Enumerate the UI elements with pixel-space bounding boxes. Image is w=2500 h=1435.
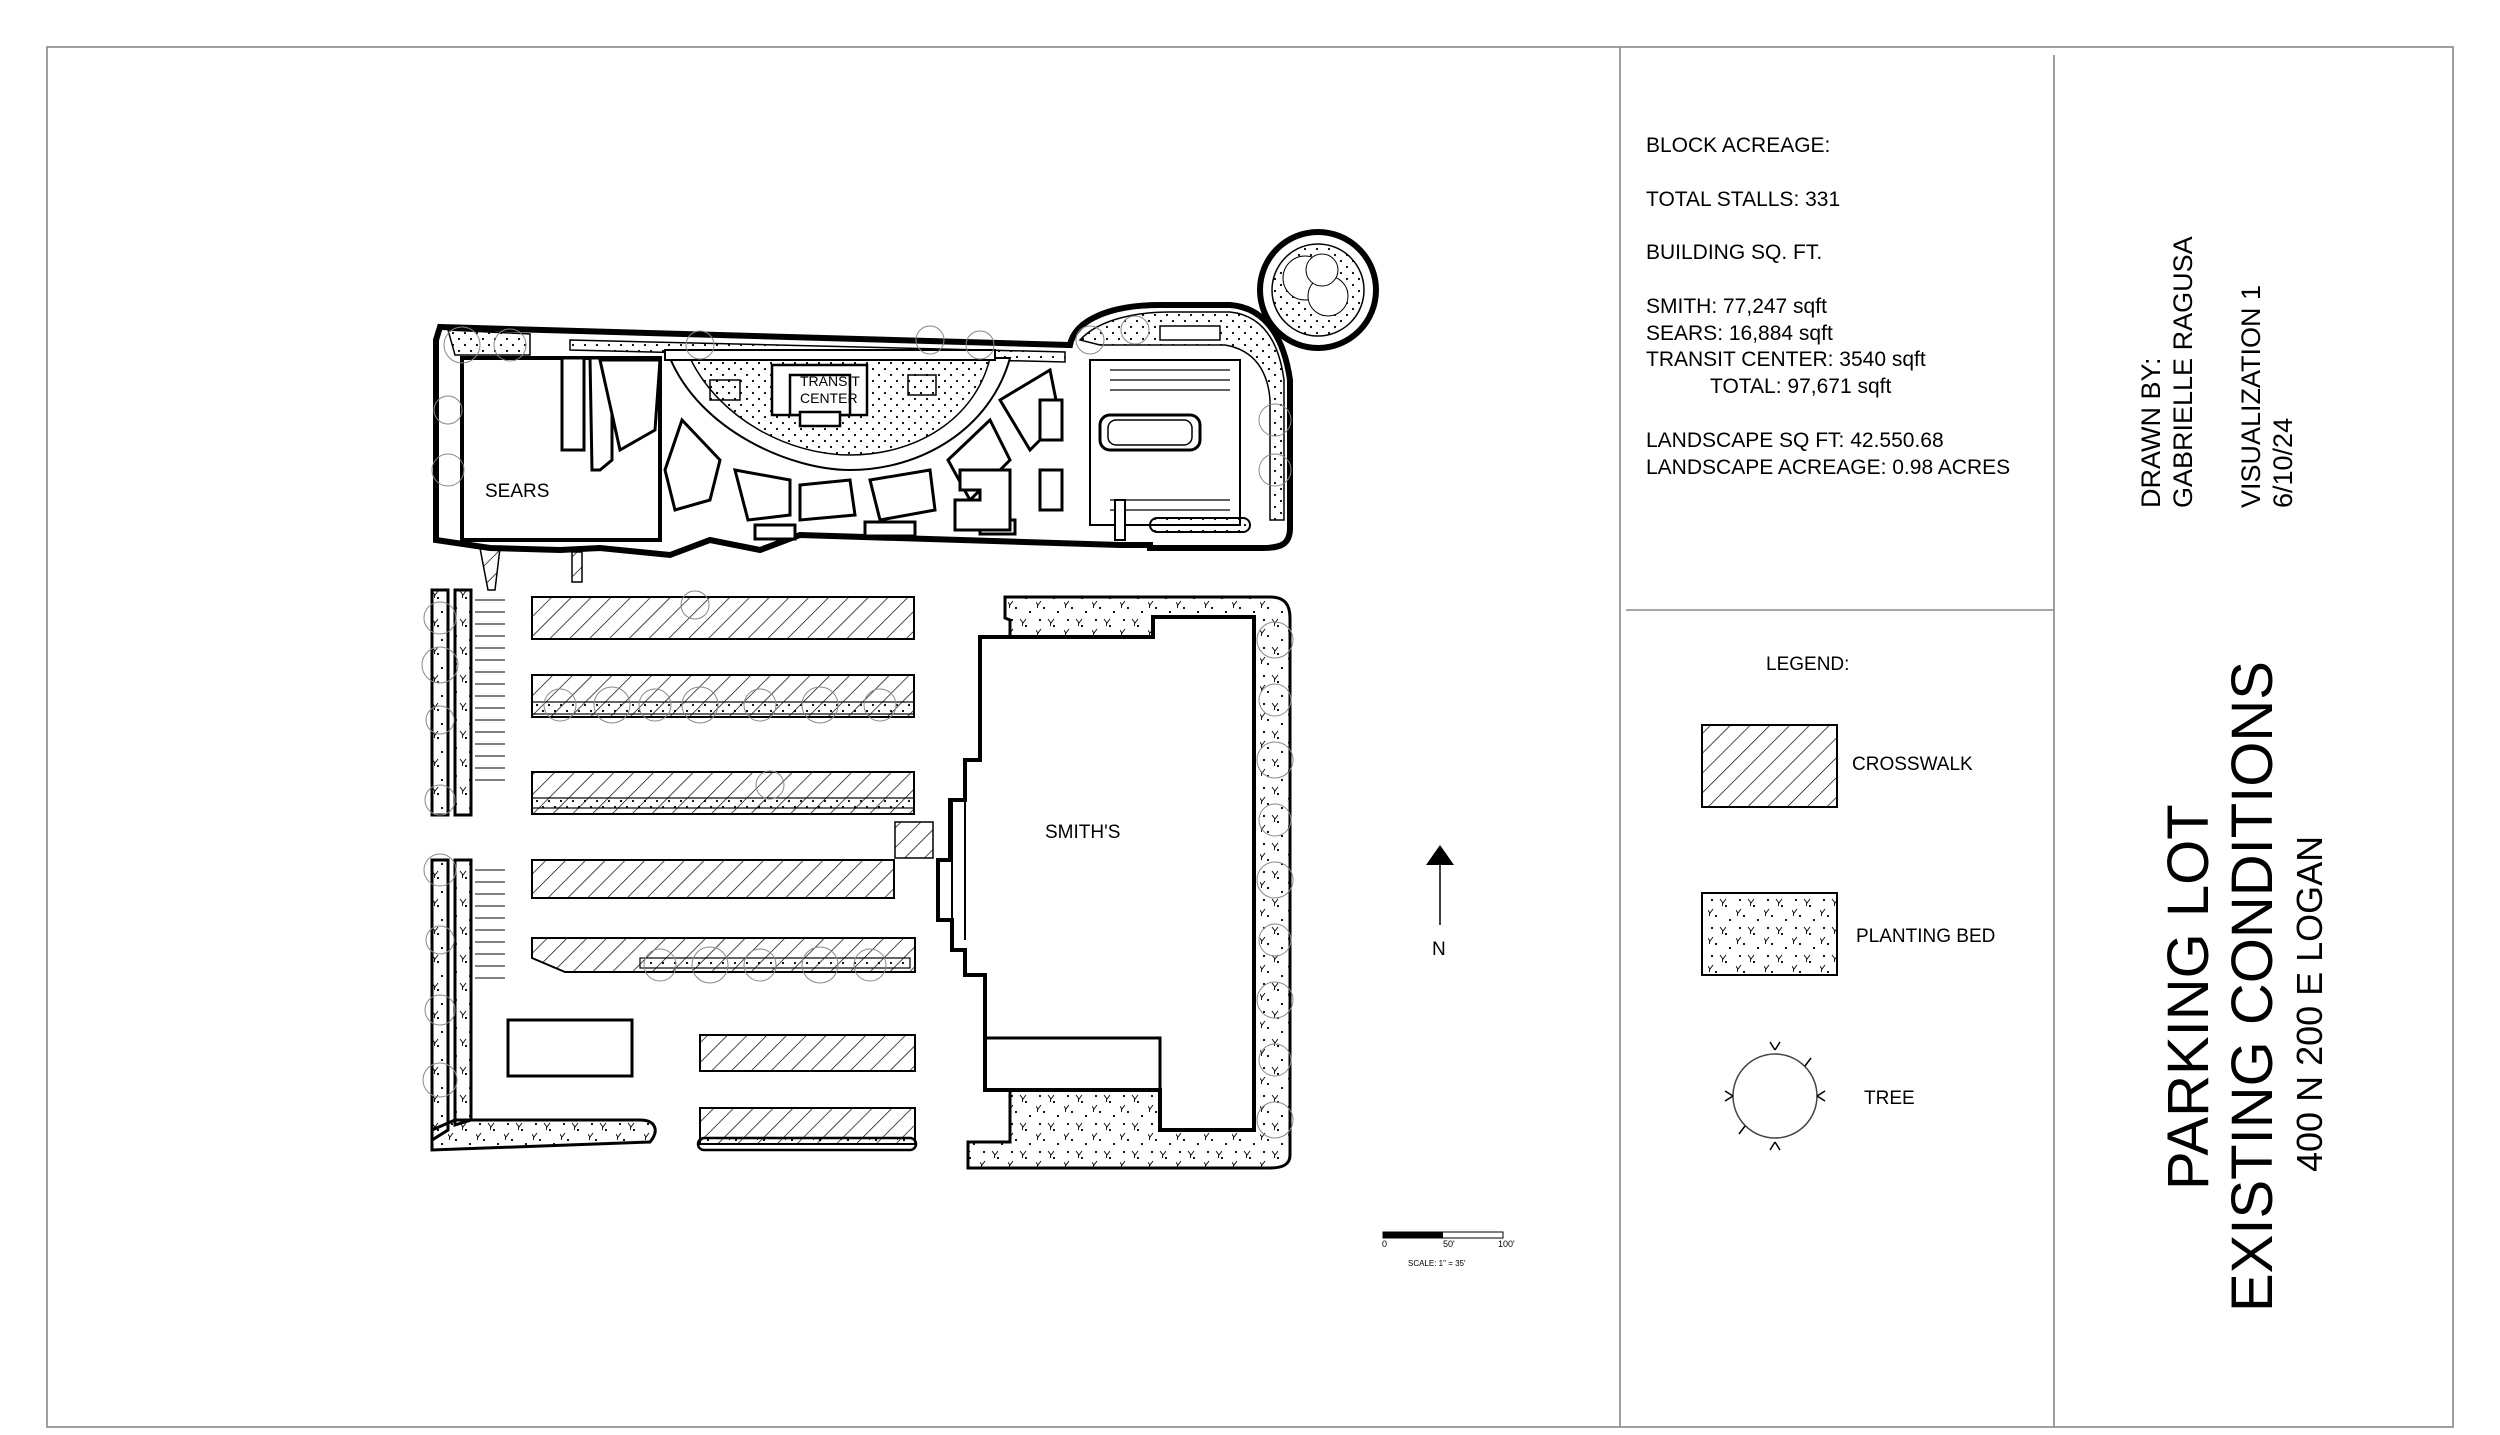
transit-sqft: TRANSIT CENTER: 3540 sqft bbox=[1646, 348, 1926, 371]
scale-tick-100: 100' bbox=[1498, 1239, 1515, 1249]
landscape-sqft: LANDSCAPE SQ FT: 42.550.68 bbox=[1646, 429, 1944, 452]
scale-tick-0: 0 bbox=[1382, 1239, 1387, 1249]
crosswalk-east bbox=[894, 821, 934, 859]
landscape-acreage: LANDSCAPE ACREAGE: 0.98 ACRES bbox=[1646, 456, 2010, 479]
perimeter-trees bbox=[421, 315, 1294, 1139]
west-planting-strips bbox=[430, 588, 473, 1143]
sears-sqft: SEARS: 16,884 sqft bbox=[1646, 322, 1833, 345]
address-label: 400 N 200 E LOGAN bbox=[2289, 836, 2330, 1172]
sheet-border bbox=[46, 46, 2454, 1428]
site-plan bbox=[421, 229, 1379, 1170]
north-arrow: N bbox=[1426, 845, 1454, 960]
round-planter bbox=[1257, 229, 1379, 351]
title-line2: EXISTING CONDITIONS bbox=[2220, 661, 2285, 1312]
visualization-label: VISUALIZATION 1 bbox=[2236, 285, 2266, 508]
legend-crosswalk-swatch bbox=[1701, 724, 1838, 808]
title-line1: PARKING LOT bbox=[2156, 804, 2221, 1190]
smiths-building bbox=[936, 615, 1256, 1132]
kiosk-building bbox=[953, 468, 1012, 532]
parking-rows bbox=[531, 596, 918, 1152]
legend-crosswalk-label: CROSSWALK bbox=[1852, 754, 1973, 775]
transit-label-line1: TRANSIT bbox=[800, 373, 860, 389]
north-planting-strip bbox=[446, 329, 531, 356]
total-stalls: TOTAL STALLS: 331 bbox=[1646, 188, 1840, 211]
north-label: N bbox=[1432, 939, 1446, 960]
smiths-label: SMITH'S bbox=[1045, 822, 1120, 843]
sears-label: SEARS bbox=[485, 481, 549, 502]
block-acreage: BLOCK ACREAGE: bbox=[1646, 134, 1830, 157]
building-sqft: BUILDING SQ. FT. bbox=[1646, 241, 1822, 264]
legend-title: LEGEND: bbox=[1766, 654, 1849, 675]
author-name: GABRIELLE RAGUSA bbox=[2168, 236, 2198, 508]
transit-center-building bbox=[770, 363, 869, 428]
scale-bar: 0 50' 100' SCALE: 1" = 35' bbox=[1382, 1231, 1515, 1268]
scale-label: SCALE: 1" = 35' bbox=[1408, 1259, 1466, 1268]
scale-tick-50: 50' bbox=[1443, 1239, 1455, 1249]
info-block: BLOCK ACREAGE: TOTAL STALLS: 331 BUILDIN… bbox=[1646, 134, 2010, 479]
drawn-by-label: DRAWN BY: bbox=[2136, 357, 2166, 508]
date-label: 6/10/24 bbox=[2268, 418, 2298, 508]
title-block: DRAWN BY: GABRIELLE RAGUSA VISUALIZATION… bbox=[2136, 236, 2330, 1312]
legend: LEGEND: CROSSWALK PLANTING BED TREE bbox=[1701, 654, 1995, 1151]
total-sqft: TOTAL: 97,671 sqft bbox=[1710, 375, 1891, 398]
legend-planting-bed-label: PLANTING BED bbox=[1856, 926, 1995, 947]
south-west-planting-strip bbox=[430, 1118, 657, 1152]
smith-sqft: SMITH: 77,247 sqft bbox=[1646, 295, 1827, 318]
legend-planting-bed-swatch bbox=[1701, 892, 1838, 976]
transit-label-line2: CENTER bbox=[800, 390, 858, 406]
legend-tree-symbol bbox=[1724, 1041, 1826, 1151]
legend-tree-label: TREE bbox=[1864, 1088, 1915, 1109]
small-lot-building bbox=[506, 1018, 634, 1078]
bus-bays bbox=[588, 356, 1062, 541]
